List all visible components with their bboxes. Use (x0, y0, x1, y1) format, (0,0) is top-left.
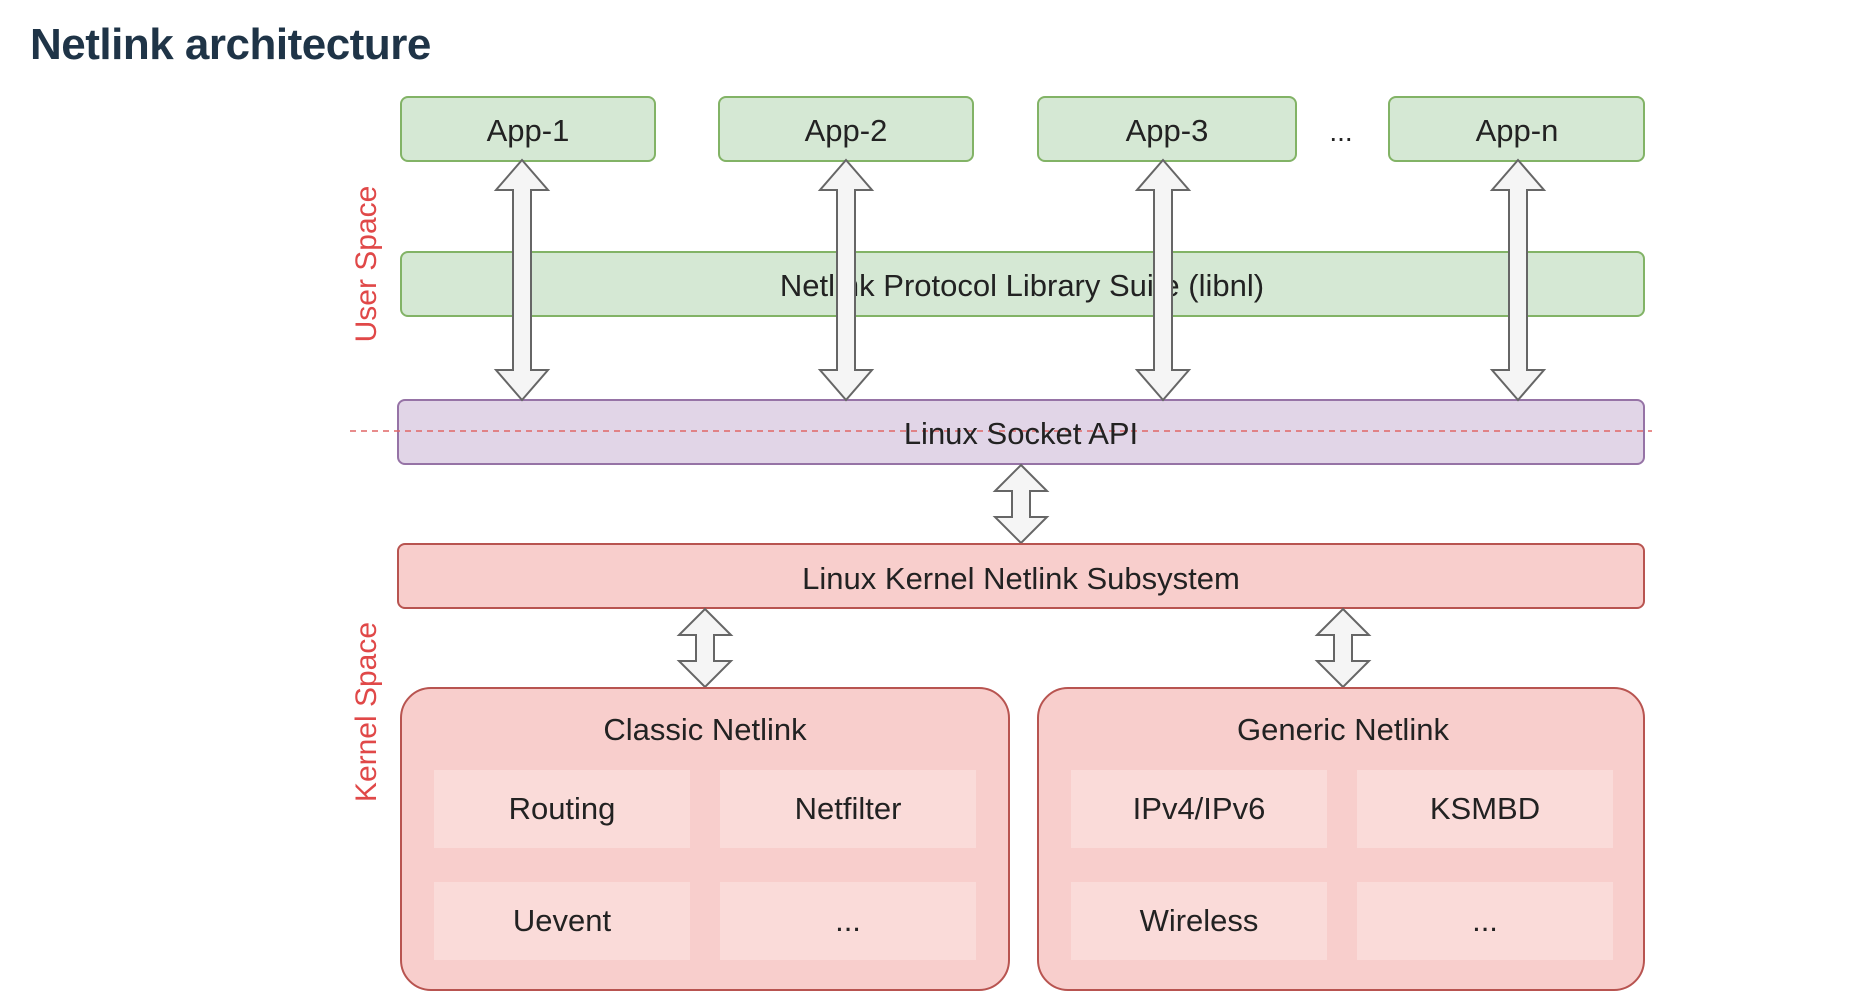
libnl-label: Netlink Protocol Library Suite (libnl) (780, 268, 1264, 303)
generic-item-label: ... (1472, 903, 1498, 938)
classic-item-uevent: Uevent (434, 882, 690, 960)
kernel-subsystem-label: Linux Kernel Netlink Subsystem (802, 561, 1240, 596)
classic-netlink-box: Classic Netlink Routing Netfilter Uevent… (400, 687, 1010, 991)
classic-item-more: ... (720, 882, 976, 960)
generic-item-more: ... (1357, 882, 1613, 960)
kernel-subsystem-box: Linux Kernel Netlink Subsystem (397, 543, 1645, 609)
app-box-1: App-1 (400, 96, 656, 162)
subsystem-classic-arrow (678, 608, 732, 688)
classic-item-netfilter: Netfilter (720, 770, 976, 848)
app-box-2: App-2 (718, 96, 974, 162)
generic-item-ipv4-ipv6: IPv4/IPv6 (1071, 770, 1327, 848)
classic-item-label: ... (835, 903, 861, 938)
generic-item-label: KSMBD (1430, 791, 1540, 826)
generic-netlink-title: Generic Netlink (1237, 712, 1449, 747)
generic-item-label: Wireless (1140, 903, 1259, 938)
classic-netlink-title: Classic Netlink (603, 712, 807, 747)
socket-api-label: Linux Socket API (904, 416, 1138, 451)
apps-ellipsis: ... (1329, 116, 1352, 147)
generic-netlink-box: Generic Netlink IPv4/IPv6 KSMBD Wireless… (1037, 687, 1645, 991)
app-label-3: App-3 (1126, 113, 1209, 148)
classic-item-routing: Routing (434, 770, 690, 848)
classic-item-label: Netfilter (795, 791, 902, 826)
classic-item-label: Routing (509, 791, 616, 826)
user-space-label: User Space (350, 186, 383, 343)
socket-kernel-arrow (994, 464, 1048, 544)
app-label-n: App-n (1476, 113, 1559, 148)
page-title: Netlink architecture (30, 20, 431, 69)
app-box-3: App-3 (1037, 96, 1297, 162)
generic-item-ksmbd: KSMBD (1357, 770, 1613, 848)
generic-item-label: IPv4/IPv6 (1133, 791, 1266, 826)
classic-item-label: Uevent (513, 903, 612, 938)
app-label-2: App-2 (805, 113, 888, 148)
subsystem-generic-arrow (1316, 608, 1370, 688)
app-label-1: App-1 (487, 113, 570, 148)
libnl-box: Netlink Protocol Library Suite (libnl) (400, 251, 1645, 317)
generic-item-wireless: Wireless (1071, 882, 1327, 960)
app-box-n: App-n (1388, 96, 1645, 162)
kernel-space-label: Kernel Space (350, 622, 383, 802)
